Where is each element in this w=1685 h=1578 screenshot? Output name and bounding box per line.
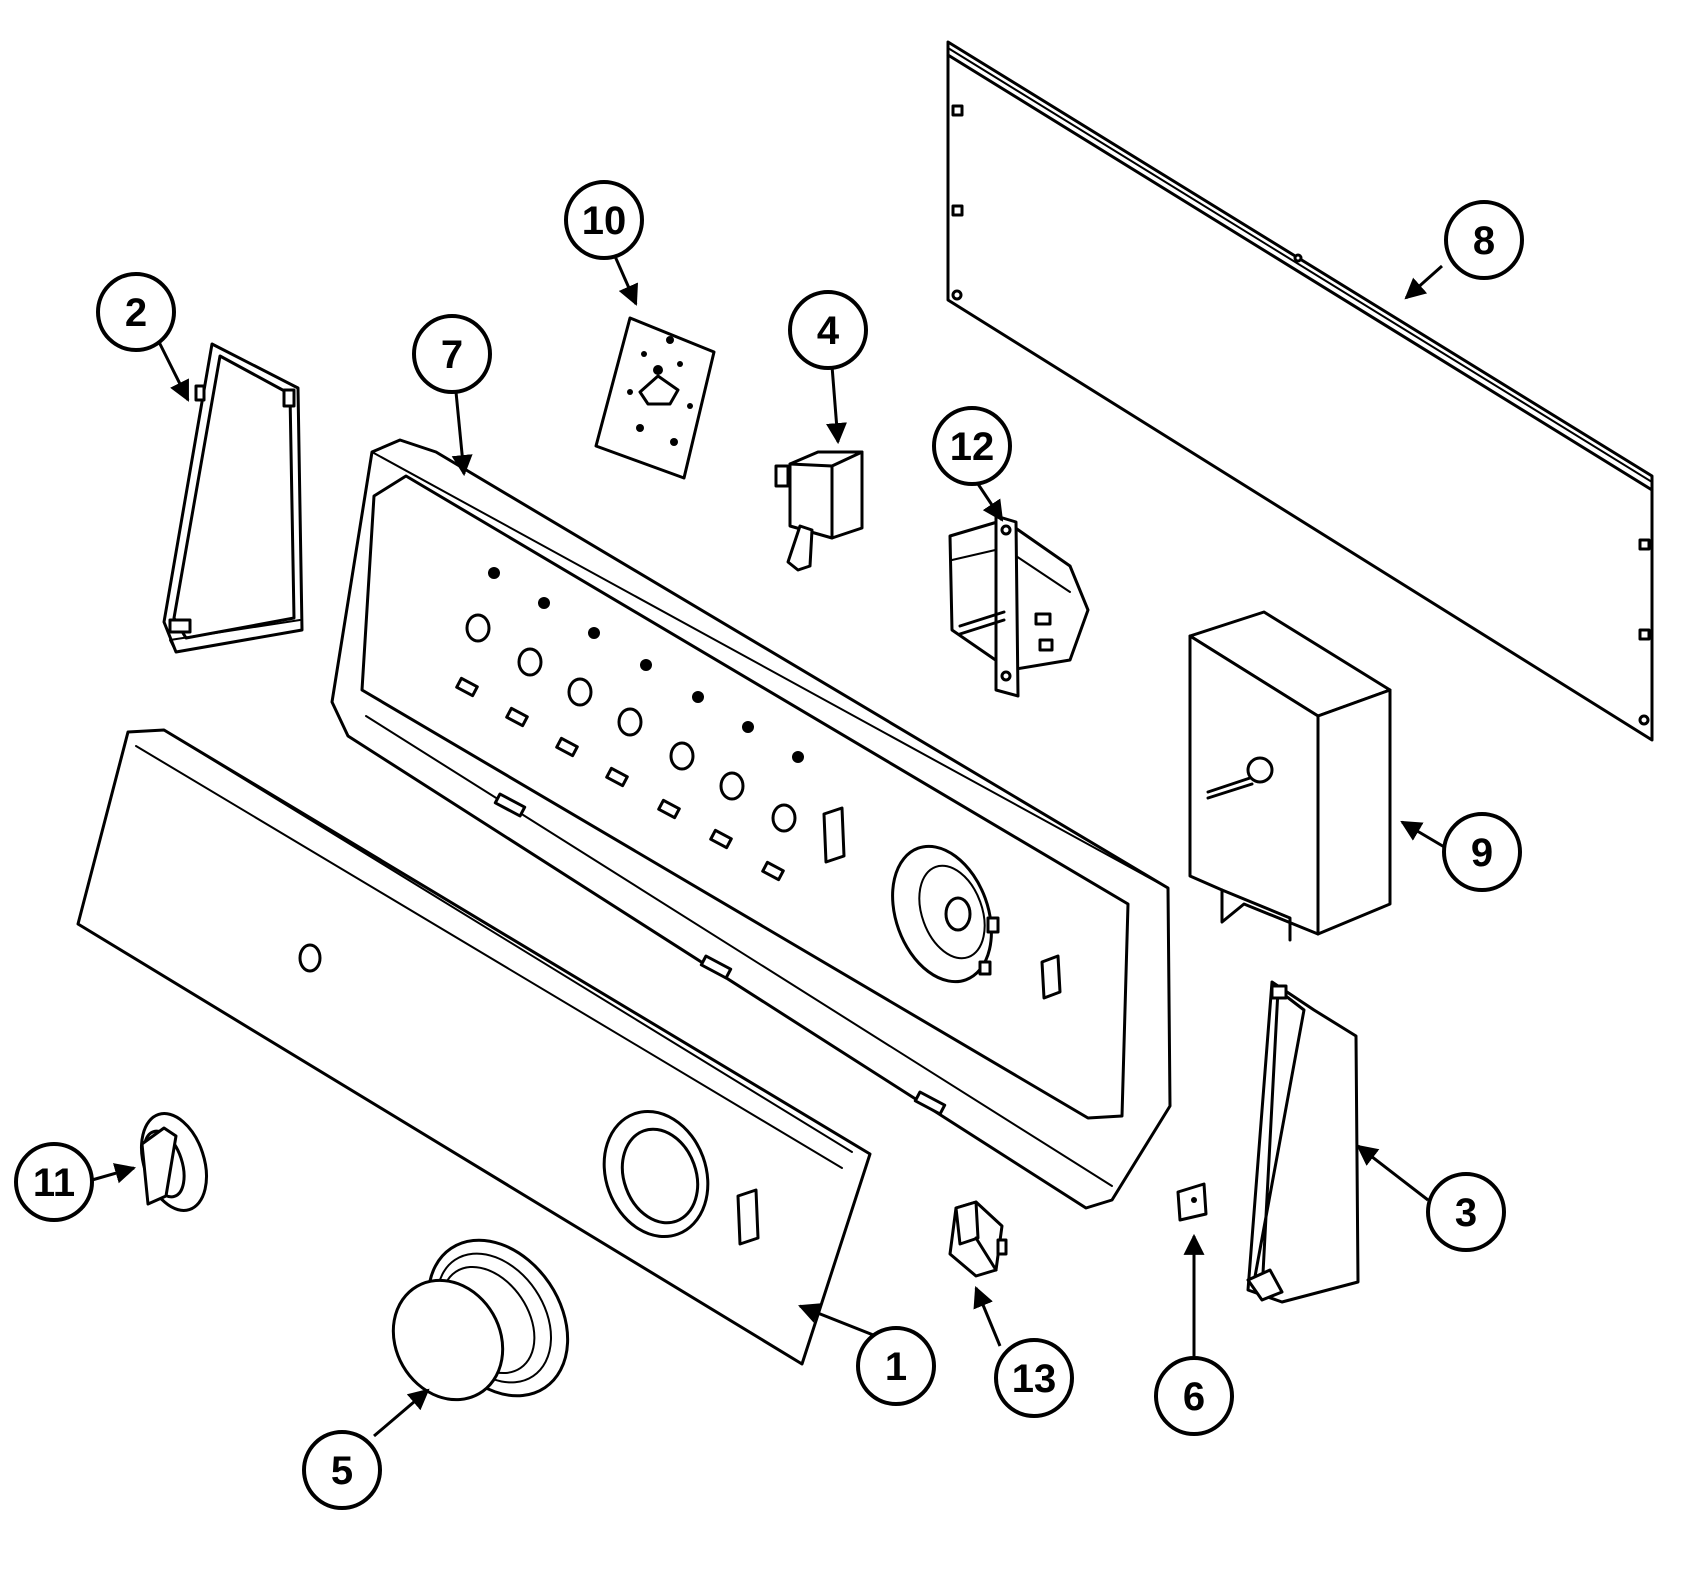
- part-mounting-plate: [594, 316, 716, 480]
- callout-6: 6: [1154, 1356, 1234, 1436]
- leader-lines: [91, 253, 1447, 1438]
- part-small-knob: [140, 1112, 208, 1212]
- callout-12: 12: [932, 406, 1012, 486]
- callout-9: 9: [1442, 812, 1522, 892]
- callout-number: 4: [817, 309, 840, 353]
- callout-1: 1: [856, 1326, 936, 1406]
- callout-number: 6: [1183, 1375, 1205, 1419]
- callout-number: 12: [950, 425, 995, 469]
- callout-number: 13: [1012, 1357, 1057, 1401]
- callout-10: 10: [564, 180, 644, 260]
- part-right-end-cap: [1246, 980, 1360, 1304]
- callout-number: 5: [331, 1449, 353, 1493]
- callout-number: 9: [1471, 831, 1493, 875]
- callout-number: 7: [441, 333, 463, 377]
- part-large-knob: [391, 1238, 570, 1402]
- callout-number: 2: [125, 291, 147, 335]
- callout-number: 11: [33, 1161, 75, 1205]
- part-rotary-switch: [948, 514, 1090, 698]
- part-relay: [774, 450, 864, 572]
- part-timer-box: [1188, 610, 1392, 942]
- callout-5: 5: [302, 1430, 382, 1510]
- callout-2: 2: [96, 272, 176, 352]
- callout-8: 8: [1444, 200, 1524, 280]
- callout-number: 3: [1455, 1191, 1477, 1235]
- callout-11: 11: [14, 1142, 94, 1222]
- callout-13: 13: [994, 1338, 1074, 1418]
- part-back-panel: [946, 40, 1654, 742]
- part-front-panel: [76, 728, 872, 1366]
- part-clip: [1176, 1182, 1208, 1222]
- callout-number: 8: [1473, 219, 1495, 263]
- callout-3: 3: [1426, 1172, 1506, 1252]
- callout-number: 1: [885, 1345, 907, 1389]
- callout-4: 4: [788, 290, 868, 370]
- callout-7: 7: [412, 314, 492, 394]
- part-console-frame: [330, 438, 1172, 1210]
- callout-number: 10: [582, 199, 627, 243]
- part-rocker-switch: [948, 1200, 1008, 1278]
- part-left-end-cap: [162, 342, 304, 654]
